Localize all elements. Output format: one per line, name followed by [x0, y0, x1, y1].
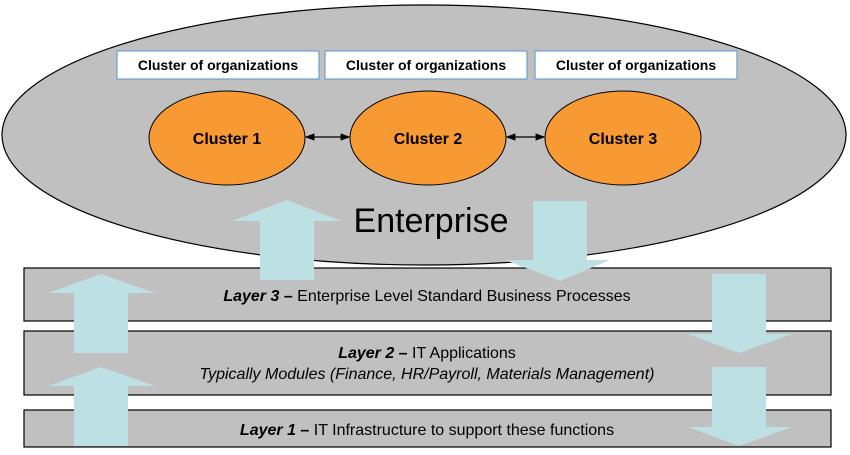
up-arrow-icon: [48, 367, 155, 446]
layer-2-label: Layer 2 – IT Applications: [338, 345, 516, 362]
org-box-label: Cluster of organizations: [346, 57, 506, 73]
org-box: Cluster of organizations: [116, 50, 320, 80]
org-box: Cluster of organizations: [324, 50, 528, 80]
layer-2-box: [23, 330, 832, 396]
layer-3-title: Layer 3 –: [223, 288, 292, 305]
layer-2-description: IT Applications: [408, 345, 516, 362]
cluster-node: Cluster 1: [148, 90, 306, 186]
up-arrow-icon: [48, 274, 155, 353]
cluster-label: Cluster 2: [394, 131, 463, 148]
cluster-label: Cluster 1: [193, 131, 262, 148]
layer-2-subtitle: Typically Modules (Finance, HR/Payroll, …: [200, 366, 655, 383]
layer-3-description: Enterprise Level Standard Business Proce…: [293, 288, 631, 305]
cluster-label: Cluster 3: [589, 131, 658, 148]
org-box-label: Cluster of organizations: [556, 57, 716, 73]
org-box-label: Cluster of organizations: [138, 57, 298, 73]
layer-3-box: [23, 267, 832, 322]
org-box: Cluster of organizations: [534, 50, 738, 80]
layer-1-title: Layer 1 –: [240, 422, 309, 439]
cluster-node: Cluster 3: [544, 90, 702, 186]
layer-1-description: IT Infrastructure to support these funct…: [309, 422, 614, 439]
enterprise-label: Enterprise: [354, 202, 509, 240]
layer-1-label: Layer 1 – IT Infrastructure to support t…: [240, 422, 614, 439]
layer-2-title: Layer 2 –: [338, 345, 407, 362]
up-arrow-icon: [232, 200, 341, 280]
cluster-node: Cluster 2: [349, 90, 507, 186]
down-arrow-icon: [688, 274, 792, 353]
down-arrow-icon: [688, 367, 792, 446]
down-arrow-icon: [505, 201, 610, 281]
layer-3-label: Layer 3 – Enterprise Level Standard Busi…: [223, 288, 630, 305]
